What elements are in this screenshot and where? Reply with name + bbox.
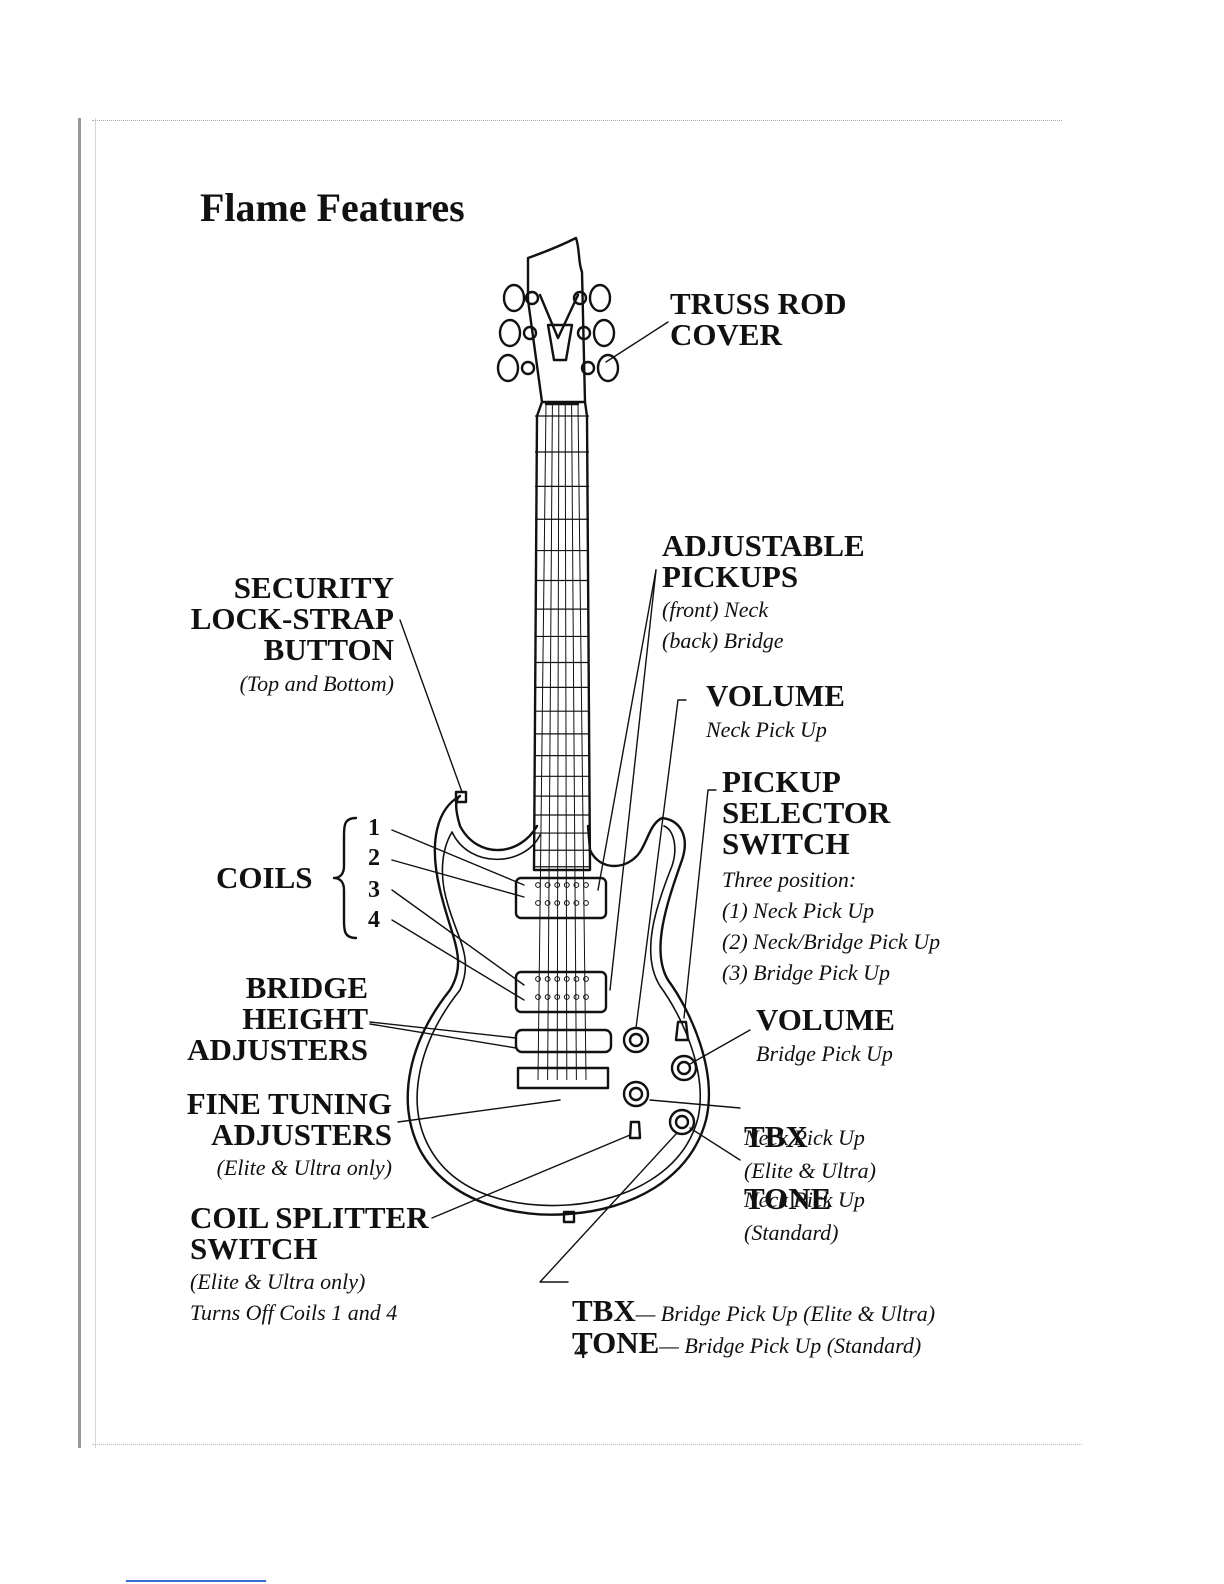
strap-button-bottom xyxy=(562,1210,576,1224)
pickup-selector-detail: Three position: (1) Neck Pick Up (2) Nec… xyxy=(722,867,941,985)
security-lock-strap-label: SECURITY LOCK-STRAP BUTTON xyxy=(190,570,394,667)
coil-number-3: 3 xyxy=(368,877,380,903)
page-bottom-edge xyxy=(92,1444,1082,1445)
headstock xyxy=(526,236,587,404)
pickup-selector-label: PICKUP SELECTOR SWITCH xyxy=(722,764,891,861)
fine-tuning-adjusters-label: FINE TUNING ADJUSTERS xyxy=(186,1086,392,1152)
coils-brace xyxy=(332,816,358,940)
tbx-neck-label: TBX (Elite & Ultra) xyxy=(744,1090,876,1186)
volume-neck-detail: Neck Pick Up xyxy=(706,717,827,742)
pole-piece xyxy=(535,900,541,906)
pole-piece xyxy=(583,900,589,906)
tone-neck-qualifier: (Standard) xyxy=(744,1220,839,1245)
neck-pickup xyxy=(514,876,608,920)
pole-piece xyxy=(544,976,551,982)
pole-piece xyxy=(554,994,561,1000)
string xyxy=(556,403,560,1081)
tbx-neck-knob xyxy=(622,1080,650,1108)
pole-piece xyxy=(573,976,580,982)
pole-piece xyxy=(554,976,561,982)
tbx-bridge-detail: — Bridge Pick Up (Elite & Ultra) xyxy=(635,1301,936,1326)
tone-bridge-detail: — Bridge Pick Up (Standard) xyxy=(659,1333,922,1358)
pole-piece xyxy=(573,900,580,906)
pole-piece xyxy=(554,900,561,906)
page-top-edge xyxy=(92,120,1062,121)
fine-tuning-adjusters-detail: (Elite & Ultra only) xyxy=(216,1155,392,1180)
bridge-saddles xyxy=(514,1028,613,1054)
pole-piece xyxy=(563,976,570,982)
tbx-neck-qualifier: (Elite & Ultra) xyxy=(744,1158,876,1183)
coil-number-1: 1 xyxy=(368,815,380,841)
pole-piece xyxy=(535,994,541,1000)
bridge-height-adjusters-label: BRIDGE HEIGHT ADJUSTERS xyxy=(187,970,368,1067)
coils-label: COILS xyxy=(216,860,313,895)
tailpiece-fine-tuners xyxy=(516,1066,610,1090)
page-number: 4 xyxy=(574,1335,587,1364)
pole-piece xyxy=(544,994,551,1000)
coil-number-4: 4 xyxy=(368,907,380,933)
tbx-neck-detail: Neck Pick Up xyxy=(744,1125,865,1150)
page-title: Flame Features xyxy=(200,185,465,230)
pole-piece xyxy=(544,900,551,906)
pole-piece xyxy=(583,976,589,982)
strap-button-top xyxy=(454,790,468,804)
adjustable-pickups-label: ADJUSTABLE PICKUPS xyxy=(662,528,865,594)
tone-bridge-label: TONE— Bridge Pick Up (Standard) xyxy=(572,1296,921,1361)
coil-splitter-switch-label: COIL SPLITTER SWITCH xyxy=(190,1200,429,1266)
tbx-bridge-title: TBX xyxy=(572,1293,636,1328)
volume-neck-label: VOLUME xyxy=(706,678,845,713)
adjustable-pickups-detail: (front) Neck (back) Bridge xyxy=(662,597,784,653)
tuner-pegs-right xyxy=(572,283,620,383)
pole-piece xyxy=(554,882,561,888)
tuner-pegs-left xyxy=(496,283,540,383)
volume-bridge-detail: Bridge Pick Up xyxy=(756,1041,893,1066)
pole-piece xyxy=(563,994,570,1000)
pole-piece xyxy=(544,882,551,888)
pole-piece xyxy=(573,994,580,1000)
coil-splitter-switch xyxy=(628,1120,642,1140)
scan-artifact-line xyxy=(126,1580,266,1582)
pole-pieces xyxy=(535,882,589,1000)
strings xyxy=(537,403,587,1081)
binding-edge xyxy=(78,118,96,1448)
tbx-bridge-knob xyxy=(668,1108,696,1136)
pickup-selector-switch xyxy=(674,1020,690,1042)
string xyxy=(537,403,547,1081)
truss-rod-cover-label: TRUSS ROD COVER xyxy=(670,286,847,352)
pole-piece xyxy=(583,994,589,1000)
tone-neck-detail: Neck Pick Up xyxy=(744,1187,865,1212)
string xyxy=(577,403,587,1081)
string xyxy=(547,403,553,1081)
security-lock-strap-detail: (Top and Bottom) xyxy=(239,671,394,696)
coil-number-2: 2 xyxy=(368,845,380,871)
pole-piece xyxy=(583,882,589,888)
guitar-body xyxy=(406,794,711,1216)
tone-neck-label: TONE (Standard) xyxy=(744,1152,839,1248)
volume-bridge-label: VOLUME xyxy=(756,1002,895,1037)
neck xyxy=(532,400,592,872)
pole-piece xyxy=(563,882,570,888)
volume-bridge-knob xyxy=(670,1054,698,1082)
tone-neck-title: TONE xyxy=(744,1181,832,1216)
tone-bridge-title: TONE xyxy=(572,1325,660,1360)
tbx-neck-title: TBX xyxy=(744,1119,808,1154)
pole-piece xyxy=(535,882,541,888)
volume-neck-knob xyxy=(622,1026,650,1054)
pole-piece xyxy=(563,900,570,906)
truss-rod-cover xyxy=(546,323,574,362)
pole-piece xyxy=(535,976,541,982)
tbx-bridge-label: TBX— Bridge Pick Up (Elite & Ultra) xyxy=(572,1264,935,1329)
string xyxy=(564,403,568,1081)
string xyxy=(571,403,577,1081)
coil-splitter-switch-detail: (Elite & Ultra only) Turns Off Coils 1 a… xyxy=(190,1269,398,1325)
bridge-pickup xyxy=(514,970,608,1014)
pole-piece xyxy=(573,882,580,888)
